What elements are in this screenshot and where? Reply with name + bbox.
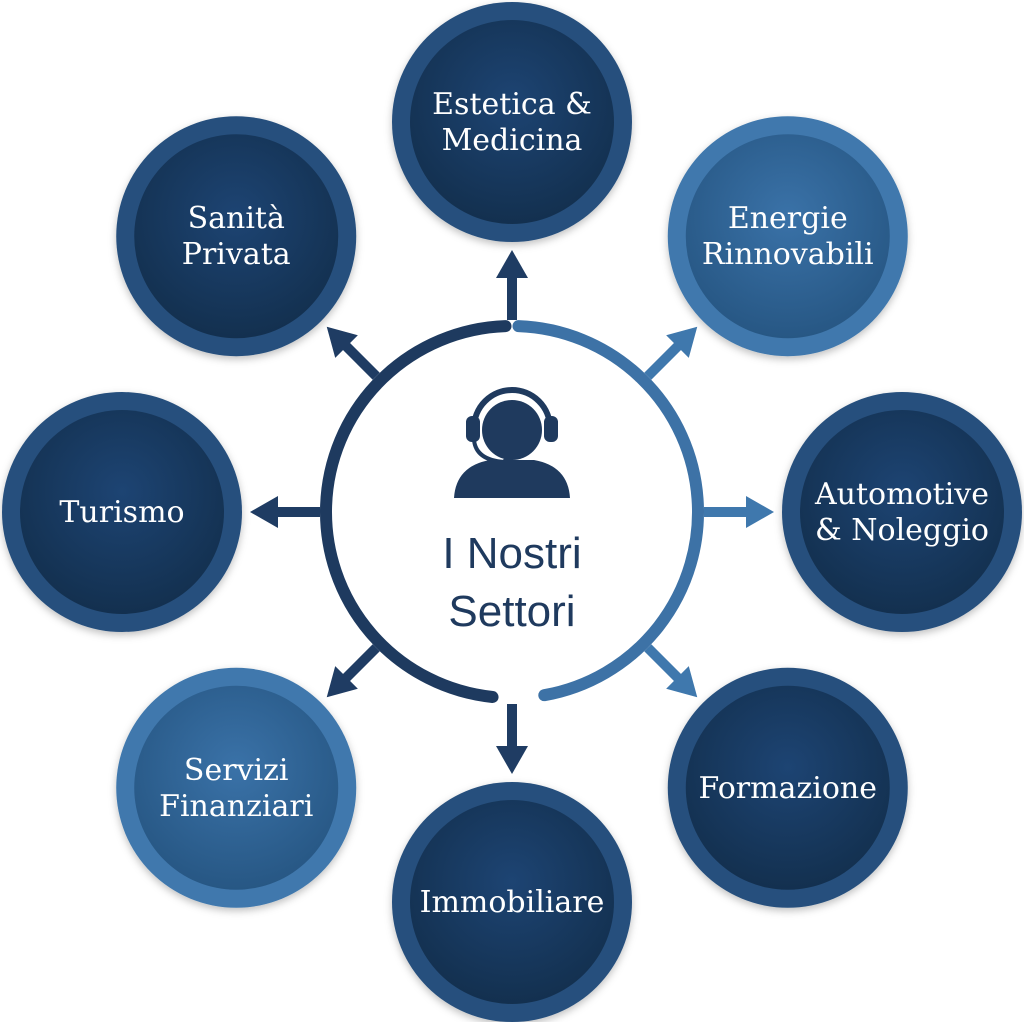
sector-label-immobiliare-1: Immobiliare bbox=[420, 885, 605, 920]
center-hub bbox=[320, 320, 704, 703]
sector-label-energie-rinnovabili-2: Rinnovabili bbox=[702, 237, 874, 272]
hub-ring-left bbox=[320, 320, 512, 703]
sector-label-turismo-1: Turismo bbox=[59, 495, 184, 530]
arrow-sanita-privata bbox=[326, 326, 380, 380]
arrow-estetica-medicina bbox=[496, 250, 528, 320]
arrow-immobiliare bbox=[496, 704, 528, 774]
sector-label-energie-rinnovabili-1: Energie bbox=[728, 201, 848, 236]
sector-node-immobiliare: Immobiliare bbox=[392, 782, 632, 1022]
headset-agent-icon bbox=[454, 387, 570, 498]
sector-node-formazione: Formazione bbox=[667, 667, 908, 908]
center-content: I Nostri Settori bbox=[442, 387, 582, 636]
sector-label-sanita-privata-2: Privata bbox=[182, 237, 291, 272]
sector-label-servizi-finanziari-1: Servizi bbox=[184, 753, 289, 788]
center-title-line-2: Settori bbox=[448, 587, 575, 636]
arrow-turismo bbox=[250, 496, 320, 528]
hub-ring-right bbox=[512, 320, 704, 702]
sector-node-automotive-noleggio: Automotive& Noleggio bbox=[782, 392, 1022, 632]
hub-inner-disc bbox=[332, 332, 692, 692]
arrow-energie-rinnovabili bbox=[644, 326, 698, 380]
sector-node-turismo: Turismo bbox=[2, 392, 242, 632]
sector-label-automotive-noleggio-1: Automotive bbox=[814, 477, 989, 512]
sector-label-servizi-finanziari-2: Finanziari bbox=[159, 789, 313, 824]
sector-node-estetica-medicina: Estetica &Medicina bbox=[392, 2, 632, 242]
arrow-automotive-noleggio bbox=[704, 496, 774, 528]
sector-label-formazione-1: Formazione bbox=[699, 771, 877, 806]
connector-arrows bbox=[250, 250, 774, 774]
center-title-line-1: I Nostri bbox=[442, 529, 581, 578]
arrow-servizi-finanziari bbox=[326, 644, 380, 698]
sector-label-estetica-medicina-1: Estetica & bbox=[432, 87, 592, 122]
sector-label-estetica-medicina-2: Medicina bbox=[442, 123, 583, 158]
sector-label-automotive-noleggio-2: & Noleggio bbox=[815, 513, 989, 548]
arrow-formazione bbox=[644, 644, 698, 698]
sector-label-sanita-privata-1: Sanità bbox=[188, 201, 285, 236]
